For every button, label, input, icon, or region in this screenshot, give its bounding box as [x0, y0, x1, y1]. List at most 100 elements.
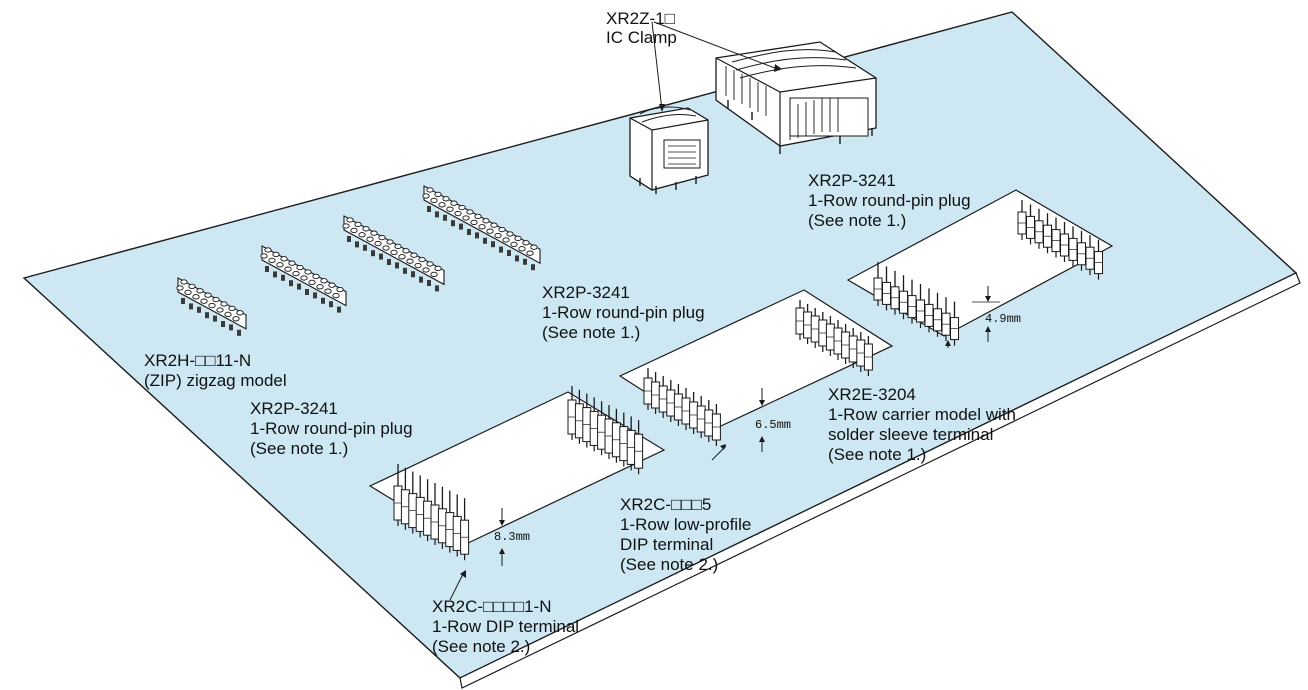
round-pin-socket-long-foot: [499, 246, 503, 253]
round-pin-socket-long-pin-a: [466, 209, 474, 215]
round-pin-socket-long-foot: [459, 223, 463, 230]
round-pin-socket-mid-foot: [435, 285, 439, 292]
zip-socket: [176, 277, 247, 336]
zip-socket-pin-a: [212, 296, 220, 303]
ic-clamp-large: [715, 41, 877, 154]
carrier-left-pin: [950, 301, 959, 346]
round-pin-socket-short-foot: [305, 289, 309, 295]
round-pin-socket-mid-foot: [387, 259, 391, 265]
round-pin-socket-mid-pin-a: [394, 243, 402, 250]
round-pin-socket-short-pin-a: [280, 256, 288, 262]
zip-socket-pin-a: [188, 283, 196, 290]
round-pin-socket-mid-pin-a: [362, 226, 370, 232]
round-pin-socket-long-pin-a: [474, 213, 482, 220]
round-pin-socket-mid-pin-a: [386, 239, 394, 245]
round-pin-socket-mid-foot: [419, 276, 423, 283]
zip-socket-foot: [205, 312, 209, 319]
round-pin-socket-mid: [342, 215, 445, 292]
round-pin-socket-long-foot: [507, 250, 511, 256]
round-pin-socket-mid-pin-a: [418, 256, 426, 263]
round-pin-socket-short-pin-b: [292, 270, 300, 277]
carrier-module: [846, 189, 1114, 346]
lowprofile-right-pin: [863, 336, 873, 376]
round-pin-socket-short-pin-b: [268, 257, 276, 264]
round-pin-socket-long-pin-b: [494, 232, 502, 239]
round-pin-socket-mid-pin-a: [410, 252, 418, 258]
zip-socket-pin-a: [236, 310, 244, 316]
round-pin-socket-short-pin-a: [264, 247, 272, 253]
round-pin-socket-long: [422, 185, 541, 271]
lowprofile-left-pin: [651, 372, 661, 414]
dip-left-pin: [460, 498, 470, 561]
zip-socket-pin-b: [224, 311, 232, 318]
label-plug-top: XR2P-3241 1-Row round-pin plug (See note…: [808, 171, 975, 230]
dimension-dip: 8.3mm: [494, 508, 530, 566]
round-pin-socket-long-pin-a: [514, 235, 522, 242]
round-pin-socket-short-foot: [321, 297, 325, 304]
round-pin-socket-mid-foot: [371, 250, 375, 257]
zip-socket-pin-a: [180, 279, 188, 285]
low-profile-module: [618, 289, 894, 446]
zip-socket-pin-a: [220, 301, 228, 307]
round-pin-socket-mid-pin-a: [434, 265, 442, 272]
round-pin-socket-mid-pin-b: [430, 271, 438, 278]
carrier-left-pin: [941, 297, 951, 342]
dimension-label-low-profile: 6.5mm: [755, 418, 791, 432]
round-pin-socket-long-pin-b: [454, 210, 462, 217]
leader-lines: [449, 21, 951, 601]
dimension-label-dip: 8.3mm: [494, 530, 530, 544]
carrier-left-pin: [907, 279, 917, 324]
round-pin-socket-long-pin-a: [442, 196, 450, 202]
dimension-carrier: 4.9mm: [972, 286, 1021, 342]
round-pin-socket-long-foot: [435, 211, 439, 218]
round-pin-socket-mid-pin-b: [398, 254, 406, 260]
round-pin-socket-mid-pin-a: [370, 230, 378, 236]
round-pin-socket-short-pin-b: [324, 288, 332, 294]
round-pin-socket-long-foot: [443, 214, 447, 221]
round-pin-socket-short-pin-b: [308, 279, 316, 286]
carrier-left-pin: [899, 275, 908, 320]
round-pin-socket-long-pin-a: [506, 231, 514, 237]
round-pin-socket-long-pin-a: [498, 226, 506, 233]
round-pin-socket-short-pin-a: [288, 260, 296, 266]
round-pin-socket-short-foot: [313, 292, 317, 299]
round-pin-socket-long-pin-b: [510, 241, 518, 248]
label-plug-left: XR2P-3241 1-Row round-pin plug (See note…: [250, 399, 417, 458]
round-pin-socket-long-foot: [515, 255, 519, 262]
round-pin-socket-mid-pin-b: [366, 236, 374, 242]
round-pin-socket-long-foot: [483, 237, 487, 244]
round-pin-socket-short-pin-b: [332, 292, 340, 299]
round-pin-socket-long-pin-b: [486, 228, 494, 234]
dimension-low-profile: 6.5mm: [755, 388, 791, 452]
zip-socket-pin-b: [192, 294, 200, 300]
zip-socket-pin-b: [176, 285, 184, 291]
carrier-right-pin: [1094, 239, 1103, 280]
round-pin-socket-mid-foot: [355, 241, 359, 248]
round-pin-socket-long-pin-b: [462, 215, 470, 221]
zip-socket-pin-b: [216, 307, 224, 313]
round-pin-socket-short-pin-b: [260, 253, 268, 259]
round-pin-socket-mid-foot: [411, 271, 415, 278]
zip-socket-pin-b: [184, 289, 192, 296]
label-ic-clamp: XR2Z-1□ IC Clamp: [606, 9, 680, 47]
carrier-pins-right: [1017, 200, 1103, 280]
round-pin-socket-long-foot: [427, 206, 431, 212]
round-pin-socket-mid-pin-a: [378, 234, 386, 241]
round-pin-socket-short-pin-a: [312, 273, 320, 280]
round-pin-socket-mid-pin-b: [374, 240, 382, 247]
dip-module: [368, 386, 666, 561]
round-pin-socket-mid-pin-b: [358, 232, 366, 238]
zip-socket-pin-a: [204, 292, 212, 298]
round-pin-socket-short: [260, 245, 347, 313]
zip-socket-foot: [221, 321, 225, 327]
board-surface: [22, 11, 1298, 679]
round-pin-socket-mid-pin-b: [422, 267, 430, 273]
round-pin-socket-long-foot: [491, 241, 495, 248]
round-pin-socket-long-pin-b: [478, 224, 486, 230]
round-pin-socket-mid-pin-b: [390, 249, 398, 256]
lowprofile-right-pin: [803, 304, 813, 344]
round-pin-socket-long-pin-b: [422, 193, 430, 199]
low-profile-pins-right: [795, 300, 873, 376]
round-pin-socket-long-foot: [451, 220, 455, 227]
